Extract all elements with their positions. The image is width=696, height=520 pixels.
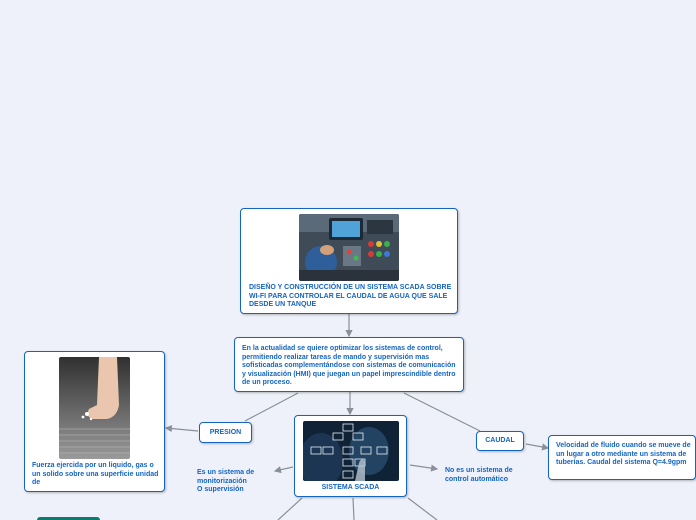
connector-intro-caudal	[404, 393, 480, 431]
finger-pressing-photo	[59, 357, 130, 459]
connector-caudal-def	[526, 444, 548, 448]
control-panel-photo	[299, 214, 399, 281]
connector-scada-down-left	[278, 498, 302, 520]
caudal-definition-text: Velocidad de fluido cuando se mueve de u…	[556, 442, 692, 468]
caudal-node[interactable]: CAUDAL	[476, 431, 524, 451]
scada-is-not-text[interactable]: No es un sistema de control automático	[445, 467, 531, 484]
connector-scada-isnot	[410, 465, 437, 469]
connector-presion-def	[166, 428, 198, 431]
connector-scada-down-mid	[353, 498, 354, 520]
presion-node[interactable]: PRESION	[199, 422, 252, 443]
touch-interface-photo	[303, 421, 399, 481]
root-text: DISEÑO Y CONSTRUCCIÓN DE UN SISTEMA SCAD…	[249, 284, 453, 310]
connector-scada-is	[275, 467, 293, 471]
connector-scada-down-right	[408, 498, 437, 520]
intro-text: En la actualidad se quiere optimizar los…	[242, 345, 460, 388]
caudal-label: CAUDAL	[477, 437, 523, 446]
presion-label: PRESION	[200, 429, 251, 438]
scada-node[interactable]: SISTEMA SCADA	[294, 415, 407, 497]
presion-definition-text: Fuerza ejercida por un liquido, gas o un…	[32, 462, 160, 488]
presion-definition-node[interactable]: Fuerza ejercida por un liquido, gas o un…	[24, 351, 165, 492]
root-node[interactable]: DISEÑO Y CONSTRUCCIÓN DE UN SISTEMA SCAD…	[240, 208, 458, 314]
scada-is-text[interactable]: Es un sistema de monitorización O superv…	[197, 469, 277, 495]
scada-label: SISTEMA SCADA	[295, 484, 406, 493]
intro-node[interactable]: En la actualidad se quiere optimizar los…	[234, 337, 464, 392]
caudal-definition-node[interactable]: Velocidad de fluido cuando se mueve de u…	[548, 435, 696, 480]
connector-intro-presion	[245, 393, 298, 421]
